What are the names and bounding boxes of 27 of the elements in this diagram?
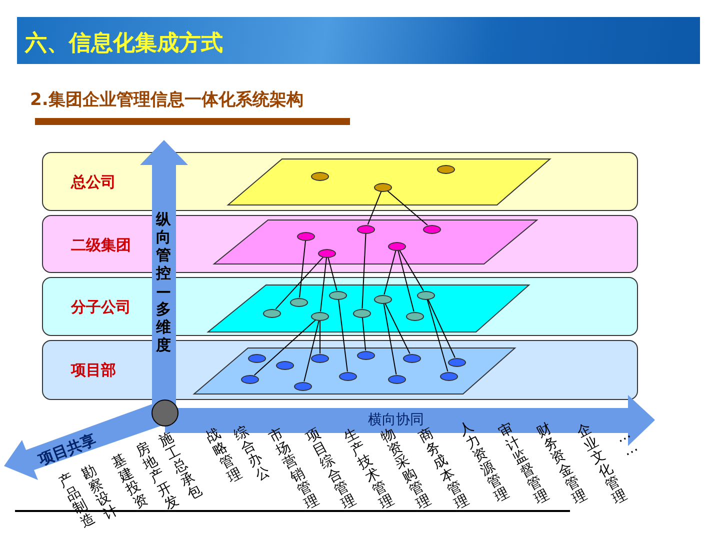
connector-line xyxy=(426,298,448,372)
connector-line xyxy=(275,256,324,310)
layer-label: 总公司 xyxy=(71,173,116,192)
section-heading: 2.集团企业管理信息一体化系统架构 xyxy=(30,89,304,111)
connector-line xyxy=(399,250,424,292)
connector-line xyxy=(320,257,327,312)
layer-label: 项目部 xyxy=(71,361,116,380)
connector-line xyxy=(362,233,366,309)
connector-line xyxy=(384,302,410,354)
slide-title: 六、信息化集成方式 xyxy=(25,30,223,58)
connector-line xyxy=(338,299,348,372)
arrow-label: 纵向管控—多维度 xyxy=(156,210,172,354)
connector-line xyxy=(398,250,414,312)
connector-line xyxy=(428,298,456,358)
function-label: …… xyxy=(614,426,642,460)
layer-label: 二级集团 xyxy=(71,236,131,255)
layer-label: 分子公司 xyxy=(71,298,131,317)
connector-line xyxy=(254,319,316,376)
connector-line xyxy=(384,250,396,296)
arrow-label: 横向协同 xyxy=(368,411,424,428)
connector-line xyxy=(367,190,382,226)
connector-line xyxy=(298,240,306,298)
connector-line xyxy=(383,302,397,376)
layer-band xyxy=(42,152,638,211)
connector-line xyxy=(328,256,338,292)
connector-line xyxy=(304,320,320,382)
connector-line xyxy=(362,317,366,351)
